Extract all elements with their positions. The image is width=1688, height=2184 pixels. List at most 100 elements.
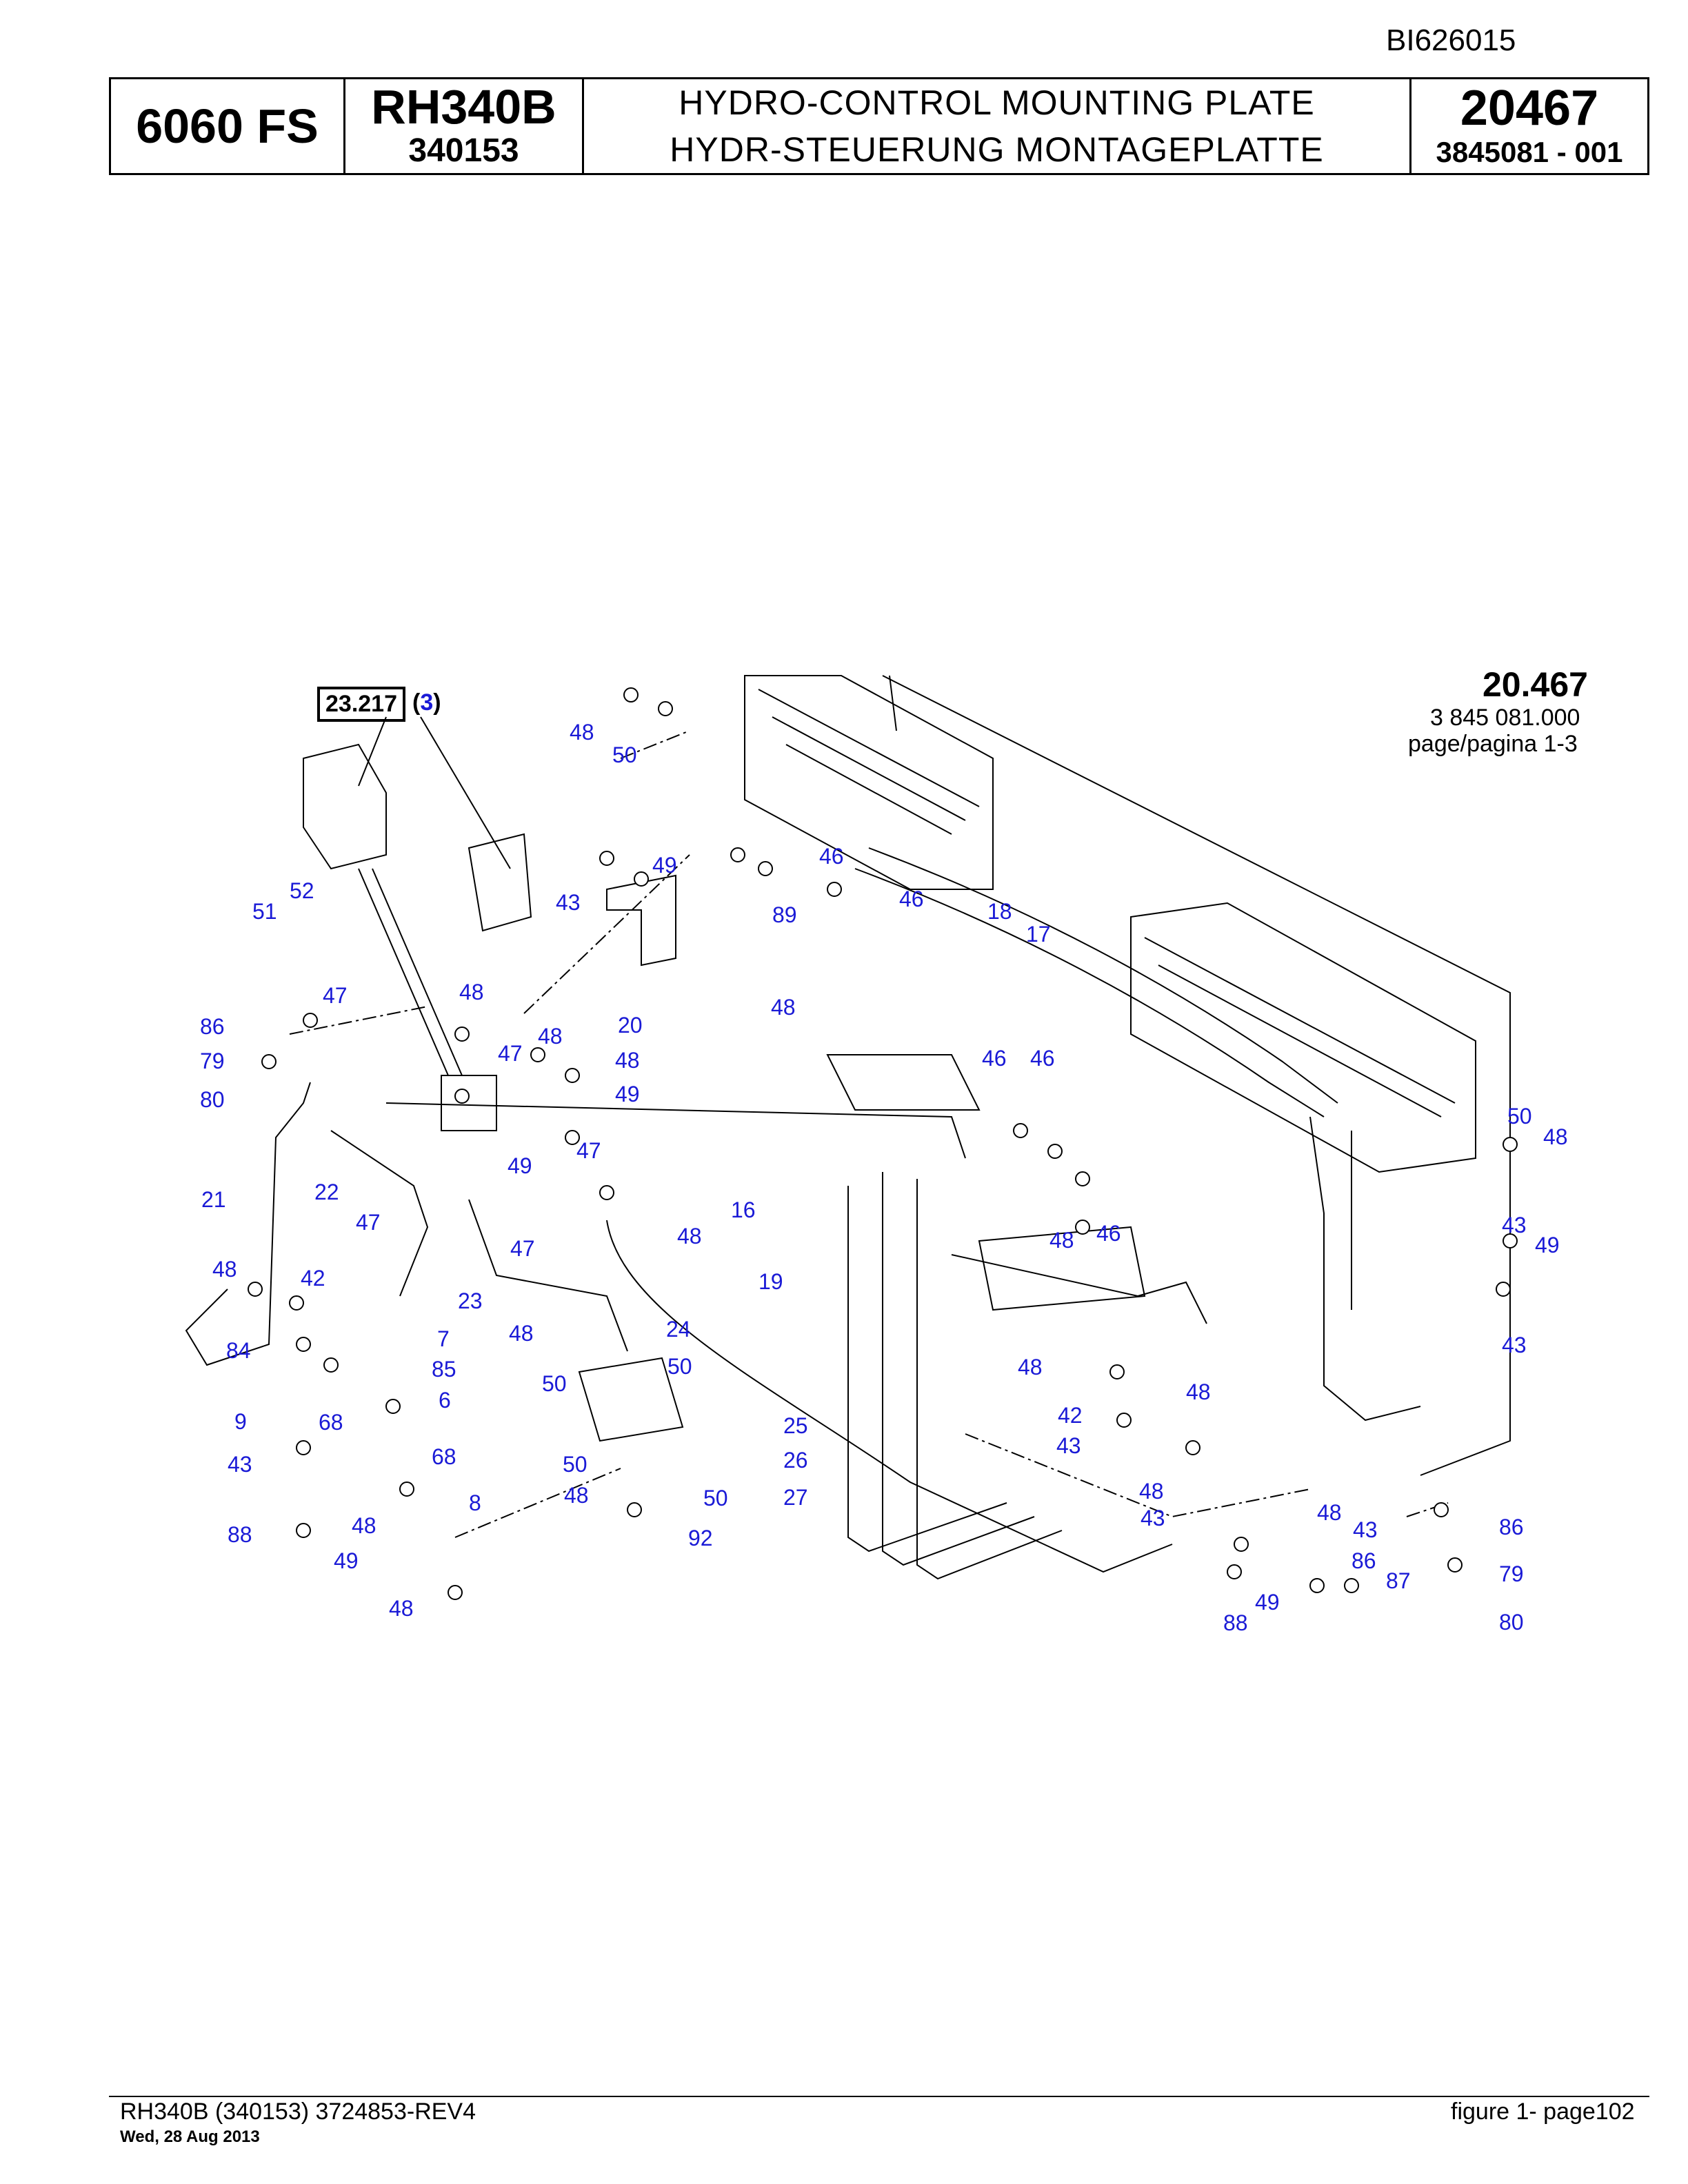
callout-49[interactable]: 49 [1535, 1233, 1560, 1257]
callout-43[interactable]: 43 [1502, 1333, 1527, 1357]
callout-49[interactable]: 49 [1255, 1590, 1280, 1615]
callout-20[interactable]: 20 [618, 1013, 643, 1038]
callout-47[interactable]: 47 [323, 983, 348, 1008]
callout-24[interactable]: 24 [666, 1317, 691, 1342]
title-english: HYDRO-CONTROL MOUNTING PLATE [679, 83, 1315, 122]
callout-46[interactable]: 46 [1096, 1221, 1121, 1246]
callout-84[interactable]: 84 [226, 1338, 251, 1363]
callout-48[interactable]: 48 [771, 995, 796, 1020]
callout-46[interactable]: 46 [819, 844, 844, 869]
mounting-plate-edge [882, 675, 1511, 1476]
callout-80[interactable]: 80 [1499, 1610, 1524, 1635]
reference-page-number[interactable]: 3 [420, 689, 434, 716]
callout-47[interactable]: 47 [498, 1041, 523, 1066]
callout-48[interactable]: 48 [615, 1048, 640, 1073]
callout-25[interactable]: 25 [783, 1413, 808, 1438]
callout-43[interactable]: 43 [1353, 1517, 1378, 1542]
callout-46[interactable]: 46 [1030, 1046, 1055, 1071]
model-cell: 6060 FS [111, 79, 345, 173]
callout-48[interactable]: 48 [570, 720, 594, 745]
callout-50[interactable]: 50 [1507, 1104, 1532, 1129]
callout-18[interactable]: 18 [987, 899, 1012, 924]
callout-89[interactable]: 89 [772, 902, 797, 927]
callout-50[interactable]: 50 [612, 742, 637, 767]
callout-22[interactable]: 22 [314, 1180, 339, 1204]
callout-85[interactable]: 85 [432, 1357, 456, 1382]
callout-48[interactable]: 48 [509, 1321, 534, 1346]
callout-43[interactable]: 43 [556, 890, 581, 915]
callout-48[interactable]: 48 [1139, 1479, 1164, 1504]
callout-46[interactable]: 46 [899, 887, 924, 911]
callout-23[interactable]: 23 [458, 1288, 483, 1313]
callout-47[interactable]: 47 [510, 1236, 535, 1261]
callout-42[interactable]: 42 [1058, 1403, 1083, 1428]
callout-87[interactable]: 87 [1386, 1568, 1411, 1593]
callout-48[interactable]: 48 [564, 1483, 589, 1508]
callout-43[interactable]: 43 [1502, 1213, 1527, 1237]
callout-49[interactable]: 49 [615, 1082, 640, 1106]
callout-80[interactable]: 80 [200, 1087, 225, 1112]
callout-50[interactable]: 50 [542, 1371, 567, 1396]
callout-43[interactable]: 43 [1056, 1433, 1081, 1458]
reference-box: 23.217 [317, 687, 405, 722]
callout-50[interactable]: 50 [703, 1486, 728, 1510]
callout-49[interactable]: 49 [334, 1548, 359, 1573]
figure-part-number: 3 845 081.000 [1430, 705, 1580, 731]
callout-17[interactable]: 17 [1026, 922, 1051, 947]
callout-48[interactable]: 48 [1049, 1228, 1074, 1253]
callout-50[interactable]: 50 [667, 1354, 692, 1379]
callout-48[interactable]: 48 [352, 1513, 376, 1538]
title-german: HYDR-STEUERUNG MONTAGEPLATTE [670, 130, 1324, 169]
callout-27[interactable]: 27 [783, 1485, 808, 1510]
callout-68[interactable]: 68 [319, 1410, 343, 1435]
solenoid-valve-lower [468, 833, 532, 932]
callout-19[interactable]: 19 [758, 1269, 783, 1294]
callout-79[interactable]: 79 [1499, 1561, 1524, 1586]
callout-47[interactable]: 47 [356, 1210, 381, 1235]
manifold-block-lower [578, 1357, 684, 1442]
callout-48[interactable]: 48 [1186, 1379, 1211, 1404]
machine-cell: RH340B 340153 [345, 79, 584, 173]
callout-48[interactable]: 48 [459, 980, 484, 1004]
callout-92[interactable]: 92 [688, 1526, 713, 1550]
callout-43[interactable]: 43 [228, 1452, 252, 1477]
callout-86[interactable]: 86 [200, 1014, 225, 1039]
callout-86[interactable]: 86 [1499, 1515, 1524, 1539]
callout-48[interactable]: 48 [389, 1596, 414, 1621]
callout-79[interactable]: 79 [200, 1049, 225, 1073]
callout-9[interactable]: 9 [234, 1409, 247, 1434]
callout-48[interactable]: 48 [538, 1024, 563, 1049]
callout-7[interactable]: 7 [437, 1326, 450, 1351]
callout-48[interactable]: 48 [1018, 1355, 1043, 1379]
callout-51[interactable]: 51 [252, 899, 277, 924]
callout-88[interactable]: 88 [228, 1522, 252, 1547]
callout-49[interactable]: 49 [652, 853, 677, 878]
reference-open-paren: ( [412, 689, 421, 716]
callout-48[interactable]: 48 [1543, 1124, 1568, 1149]
callout-6[interactable]: 6 [439, 1388, 451, 1413]
upper-valve-bank [744, 675, 994, 890]
figure-number: 20.467 [1483, 665, 1588, 704]
group-number: 20467 [1460, 81, 1599, 136]
callout-88[interactable]: 88 [1223, 1610, 1248, 1635]
callout-68[interactable]: 68 [432, 1444, 456, 1469]
callout-46[interactable]: 46 [982, 1046, 1007, 1071]
callout-48[interactable]: 48 [1317, 1500, 1342, 1525]
callout-26[interactable]: 26 [783, 1448, 808, 1473]
callout-21[interactable]: 21 [201, 1187, 226, 1212]
callout-48[interactable]: 48 [212, 1257, 237, 1282]
reference-page: (3) [412, 689, 441, 716]
callout-8[interactable]: 8 [469, 1490, 481, 1515]
callout-43[interactable]: 43 [1141, 1506, 1165, 1530]
callout-49[interactable]: 49 [508, 1153, 532, 1178]
callout-52[interactable]: 52 [290, 878, 314, 903]
callout-16[interactable]: 16 [731, 1197, 756, 1222]
callout-47[interactable]: 47 [576, 1138, 601, 1163]
callout-86[interactable]: 86 [1352, 1548, 1376, 1573]
callout-50[interactable]: 50 [563, 1452, 587, 1477]
group-cell: 20467 3845081 - 001 [1411, 79, 1647, 173]
callout-42[interactable]: 42 [301, 1266, 325, 1291]
callout-48[interactable]: 48 [677, 1224, 702, 1248]
footer-divider [109, 2096, 1649, 2097]
